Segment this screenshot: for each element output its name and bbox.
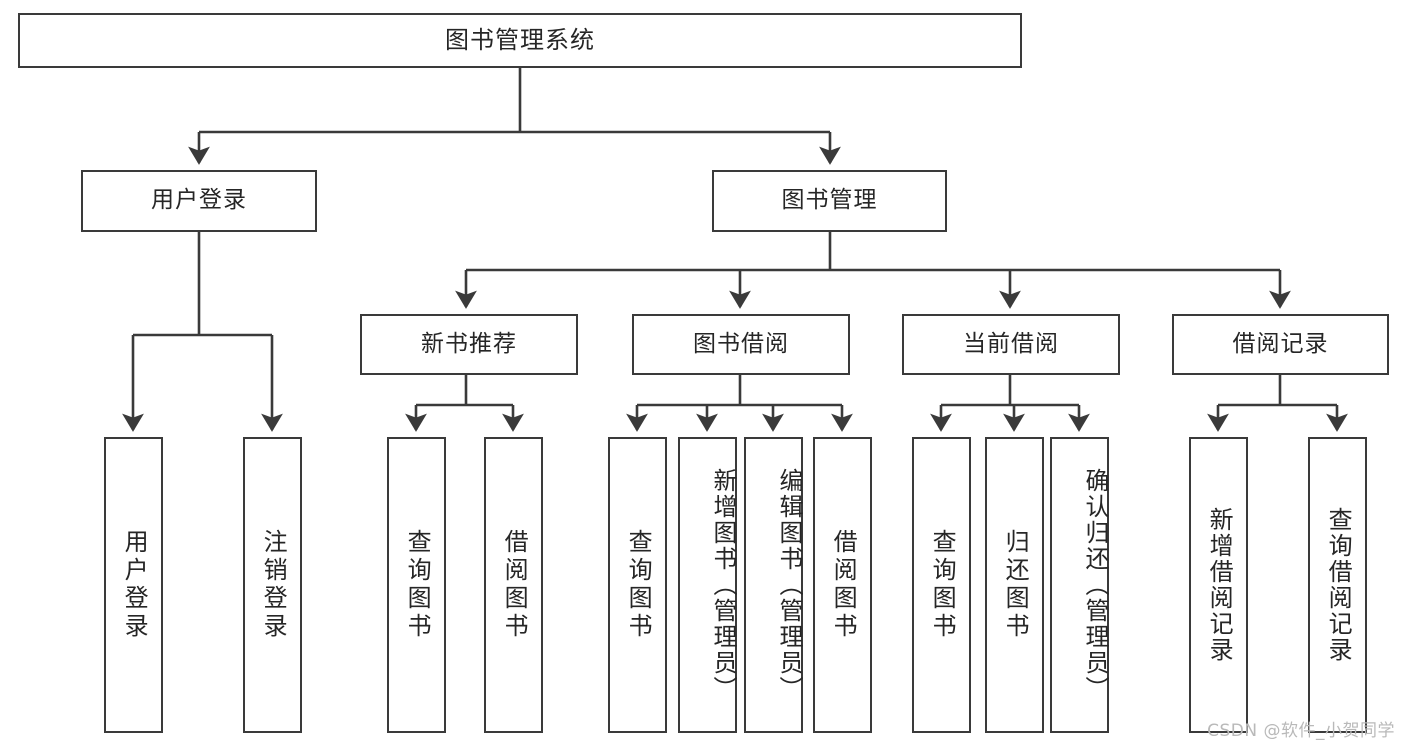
leaf-user-login[interactable]: 用户登录 <box>104 437 163 733</box>
node-root-system[interactable]: 图书管理系统 <box>18 13 1022 68</box>
node-book-borrow[interactable]: 图书借阅 <box>632 314 850 375</box>
node-borrow-record[interactable]: 借阅记录 <box>1172 314 1389 375</box>
leaf-logout[interactable]: 注销登录 <box>243 437 302 733</box>
node-current-borrow[interactable]: 当前借阅 <box>902 314 1120 375</box>
leaf-query-book-bb[interactable]: 查询图书 <box>608 437 667 733</box>
leaf-query-book-cb[interactable]: 查询图书 <box>912 437 971 733</box>
leaf-return-book[interactable]: 归还图书 <box>985 437 1044 733</box>
leaf-confirm-return-admin[interactable]: 确认归还（管理员） <box>1050 437 1109 733</box>
leaf-add-borrow-record[interactable]: 新增借阅记录 <box>1189 437 1248 733</box>
node-user-login[interactable]: 用户登录 <box>81 170 317 232</box>
leaf-borrow-book-bb[interactable]: 借阅图书 <box>813 437 872 733</box>
leaf-query-book-nbr[interactable]: 查询图书 <box>387 437 446 733</box>
leaf-add-book-admin[interactable]: 新增图书（管理员） <box>678 437 737 733</box>
leaf-query-borrow-record[interactable]: 查询借阅记录 <box>1308 437 1367 733</box>
leaf-borrow-book-nbr[interactable]: 借阅图书 <box>484 437 543 733</box>
node-book-management[interactable]: 图书管理 <box>712 170 947 232</box>
leaf-edit-book-admin[interactable]: 编辑图书（管理员） <box>744 437 803 733</box>
node-new-book-recommend[interactable]: 新书推荐 <box>360 314 578 375</box>
watermark-credit: CSDN @软件_小贺同学 <box>1207 721 1395 741</box>
